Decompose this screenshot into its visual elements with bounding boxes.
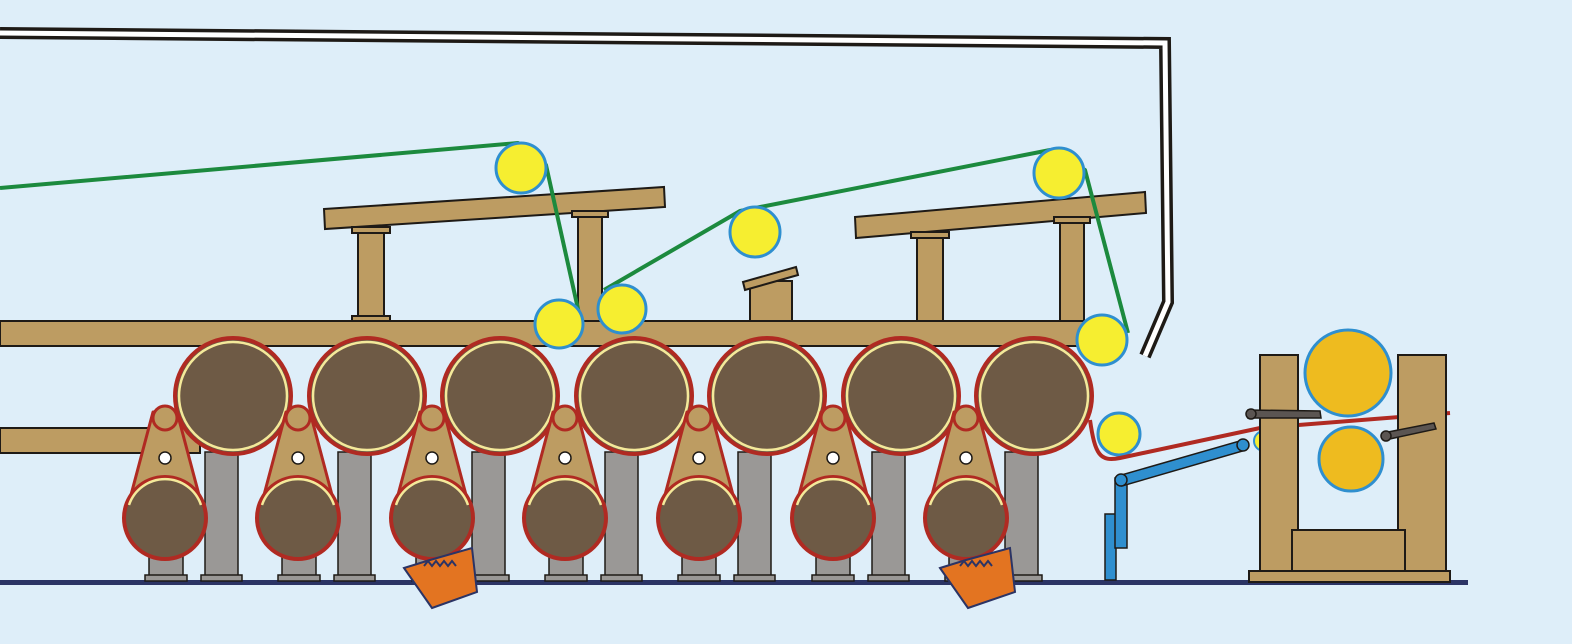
- drying-cylinder-icon: [522, 475, 608, 561]
- drying-cylinder-icon: [173, 336, 293, 456]
- bearing-support-foot: [144, 574, 188, 582]
- steel-columns: [144, 451, 1043, 582]
- drying-cylinder-icon: [122, 475, 208, 561]
- felt-roll-icon: [1096, 411, 1142, 457]
- broke-bucket-icon: [938, 546, 1017, 610]
- steel-column: [737, 451, 772, 579]
- steel-column: [337, 451, 372, 579]
- reel-spool-icon: [1317, 425, 1385, 493]
- bearing-support-foot: [811, 574, 855, 582]
- felt-roll-icon: [596, 283, 648, 335]
- bearing-support-foot: [277, 574, 321, 582]
- upper-frame-left: [322, 185, 667, 323]
- drying-cylinder-icon: [923, 475, 1009, 561]
- drying-cylinder-icon: [307, 336, 427, 456]
- steel-column-foot: [333, 574, 376, 582]
- bearing-hole: [959, 451, 973, 465]
- lower-cylinder-assembly: [656, 404, 742, 561]
- overhead-duct: [0, 27, 1175, 359]
- bearing-hole: [291, 451, 305, 465]
- bearing-hole: [692, 451, 706, 465]
- upper-frame-right: [853, 190, 1148, 324]
- felt-roll-icon: [728, 205, 782, 259]
- steel-column-foot: [867, 574, 910, 582]
- drying-cylinder-icon: [707, 336, 827, 456]
- lower-cylinder-assembly: [255, 404, 341, 561]
- floor-line: [0, 580, 1468, 585]
- broke-bucket-2: [938, 546, 1017, 610]
- steel-column: [471, 451, 506, 579]
- steel-column: [871, 451, 906, 579]
- lower-cylinder-assembly: [790, 404, 876, 561]
- felt-roll-icon: [494, 141, 548, 195]
- steel-column: [604, 451, 639, 579]
- steel-column-foot: [733, 574, 776, 582]
- doctor-blades: [1245, 408, 1437, 442]
- drying-cylinder-icon: [974, 336, 1094, 456]
- steel-column-foot: [200, 574, 243, 582]
- paper-web: [1088, 411, 1451, 461]
- broke-bucket-1: [402, 546, 479, 610]
- drying-cylinder-icon: [790, 475, 876, 561]
- drying-cylinder-icon: [389, 475, 475, 561]
- broke-bucket-icon: [402, 546, 479, 610]
- felt-left: [0, 141, 582, 319]
- felt-roll-icon: [1032, 146, 1086, 200]
- drying-cylinder-icon: [656, 475, 742, 561]
- bearing-hole: [558, 451, 572, 465]
- upper-drying-cylinders: [173, 336, 1094, 456]
- bearing-support-foot: [544, 574, 588, 582]
- lower-cylinder-assembly: [389, 404, 475, 561]
- felt-rolls: [494, 141, 1142, 457]
- bearing-hole: [425, 451, 439, 465]
- transfer-arm: [1104, 438, 1250, 581]
- reel-stand: [1248, 354, 1451, 583]
- lower-cylinder-assembly: [522, 404, 608, 561]
- lower-drying-cylinders: [122, 404, 1009, 561]
- drying-cylinder-icon: [255, 475, 341, 561]
- steel-column: [204, 451, 239, 579]
- bearing-support-foot: [677, 574, 721, 582]
- drying-cylinder-icon: [574, 336, 694, 456]
- lower-cylinder-assembly: [122, 404, 208, 561]
- bearing-hole: [826, 451, 840, 465]
- steel-column-foot: [600, 574, 643, 582]
- drying-cylinder-icon: [440, 336, 560, 456]
- felt-roll-icon: [1075, 313, 1129, 367]
- felt-roll-icon: [533, 298, 585, 350]
- bearing-hole: [158, 451, 172, 465]
- reel-drum-icon: [1303, 328, 1393, 418]
- drying-cylinder-icon: [841, 336, 961, 456]
- doctor-blade-icon: [1247, 409, 1322, 419]
- middle-pedestal: [741, 265, 800, 324]
